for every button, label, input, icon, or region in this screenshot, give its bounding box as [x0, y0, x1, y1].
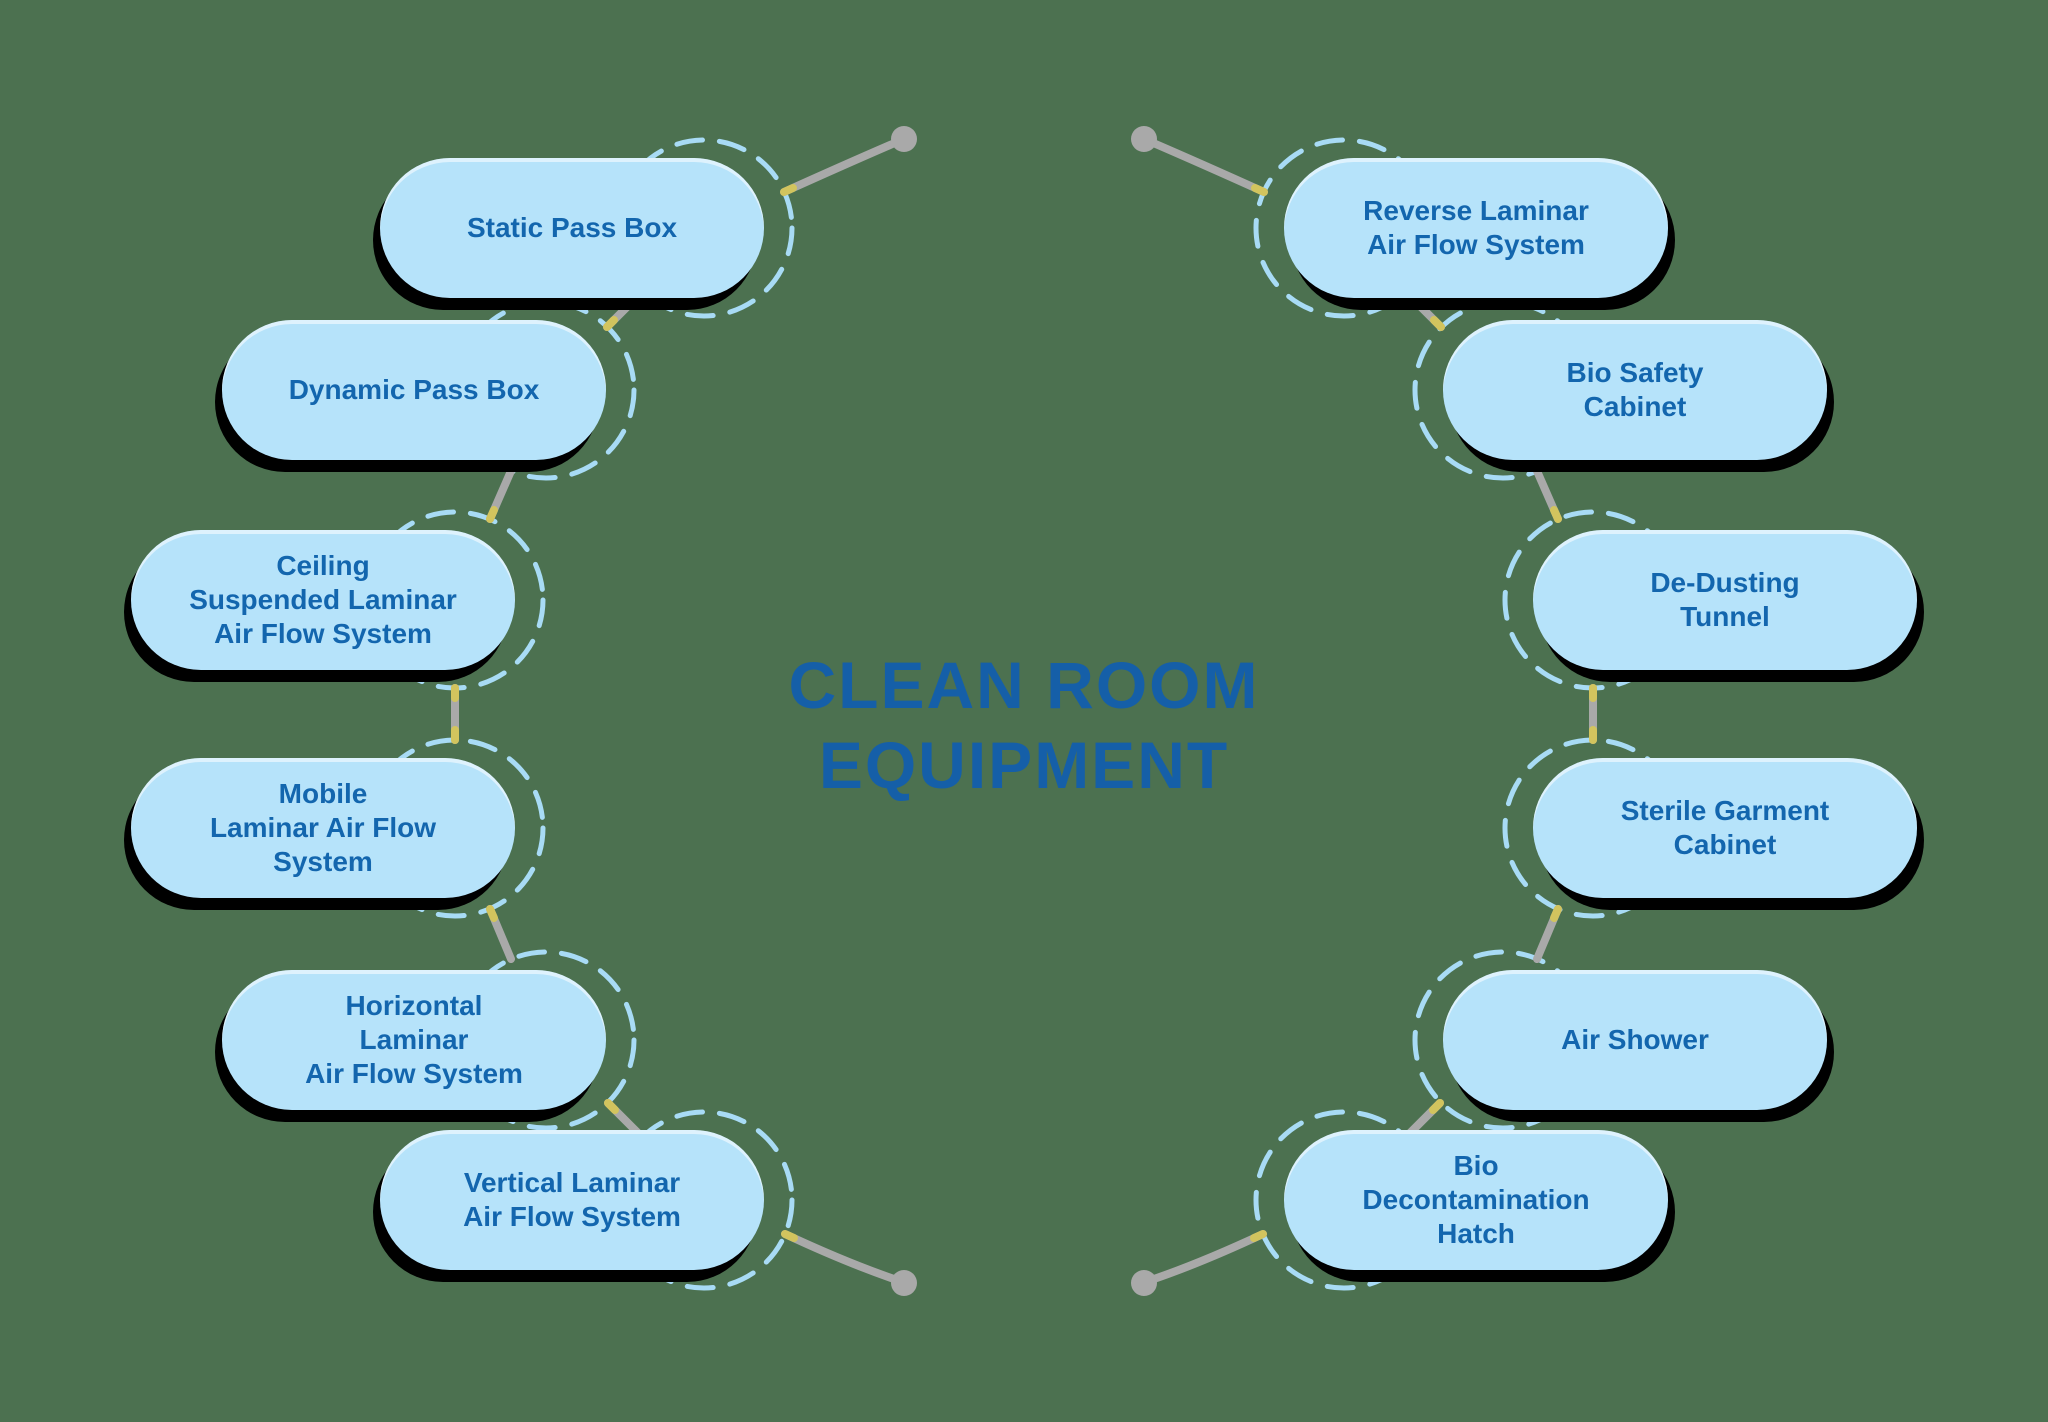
- pill-bio-decontamination-hatch: Bio Decontamination Hatch: [1284, 1130, 1668, 1270]
- pill-mobile-laminar-air-flow-system: Mobile Laminar Air Flow System: [131, 758, 515, 898]
- connector-ticks: [451, 184, 1597, 1242]
- connector-tick: [1251, 184, 1268, 196]
- connector-tick: [781, 1230, 798, 1242]
- pill-label: Dynamic Pass Box: [288, 374, 540, 405]
- connector-tick: [604, 1099, 619, 1114]
- connector-endpoint-dot: [891, 126, 917, 152]
- pill-vertical-laminar-air-flow-system: Vertical Laminar Air Flow System: [380, 1130, 764, 1270]
- connector-tick: [486, 506, 498, 523]
- pill-label: Bio Decontamination Hatch: [1362, 1150, 1590, 1249]
- connector-tick: [1550, 506, 1562, 523]
- connector-tick: [1550, 905, 1562, 922]
- connector-endpoint-dot: [891, 1270, 917, 1296]
- pill-dynamic-pass-box: Dynamic Pass Box: [222, 320, 606, 460]
- pill-reverse-laminar-air-flow-system: Reverse Laminar Air Flow System: [1284, 158, 1668, 298]
- connector-tick: [780, 184, 797, 196]
- connector-tick: [603, 316, 618, 331]
- connector-tick: [1429, 1099, 1444, 1114]
- pill-label: Ceiling Suspended Laminar Air Flow Syste…: [189, 550, 457, 649]
- connector-endpoint-dot: [1131, 1270, 1157, 1296]
- connector-endpoint-dot: [1131, 126, 1157, 152]
- pill-label: Reverse Laminar Air Flow System: [1363, 195, 1589, 260]
- pill-air-shower: Air Shower: [1443, 970, 1827, 1110]
- pill-label: Bio Safety Cabinet: [1566, 357, 1704, 422]
- pill-label: Mobile Laminar Air Flow System: [209, 778, 437, 877]
- connector-tick: [1430, 316, 1445, 331]
- connector-tick: [1250, 1230, 1267, 1242]
- pill-label: Horizontal Laminar Air Flow System: [305, 990, 523, 1089]
- pill-sterile-garment-cabinet: Sterile Garment Cabinet: [1533, 758, 1917, 898]
- connector-line: [1147, 138, 1268, 196]
- connector-line: [781, 1230, 901, 1284]
- pill-ceiling-suspended-laminar-air-flow-system: Ceiling Suspended Laminar Air Flow Syste…: [131, 530, 515, 670]
- pill-de-dusting-tunnel: De-Dusting Tunnel: [1533, 530, 1917, 670]
- pill-bio-safety-cabinet: Bio Safety Cabinet: [1443, 320, 1827, 460]
- diagram-title: CLEAN ROOM EQUIPMENT: [788, 648, 1260, 802]
- pill-label: Sterile Garment Cabinet: [1620, 795, 1830, 860]
- pill-static-pass-box: Static Pass Box: [380, 158, 764, 298]
- connector-dots: [891, 126, 1157, 1296]
- connector-line: [780, 138, 901, 196]
- connector-tick: [486, 905, 498, 922]
- connector-line: [1147, 1230, 1267, 1284]
- pill-label: Air Shower: [1561, 1024, 1709, 1055]
- pill-label: De-Dusting Tunnel: [1650, 567, 1800, 632]
- pill-label: Static Pass Box: [466, 212, 678, 243]
- pill-label: Vertical Laminar Air Flow System: [463, 1167, 681, 1232]
- pill-horizontal-laminar-air-flow-system: Horizontal Laminar Air Flow System: [222, 970, 606, 1110]
